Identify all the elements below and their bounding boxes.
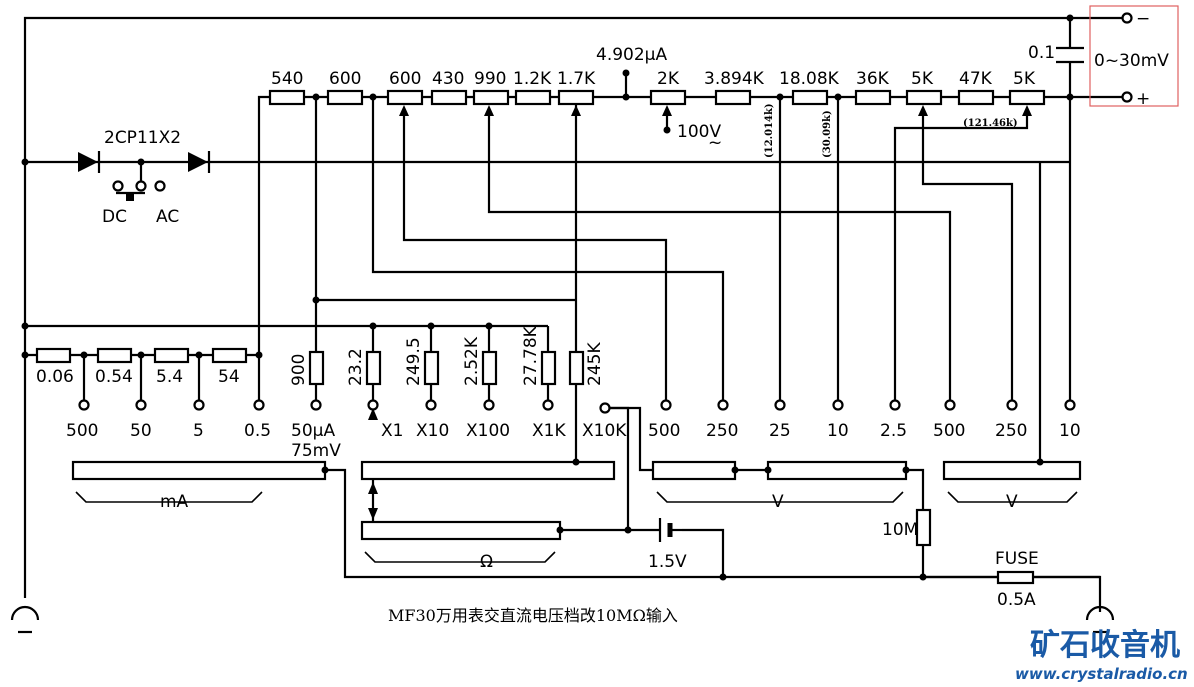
ma-term-50: 50: [130, 421, 152, 441]
shunt-1: 0.06: [36, 367, 74, 387]
ac-label: AC: [156, 207, 179, 227]
input-capacitor: [1056, 46, 1084, 64]
fuse-rating: 0.5A: [997, 590, 1036, 610]
wafer-brackets: [75, 491, 1078, 563]
chain-r13: 47K: [959, 69, 993, 89]
ohm-switch-label: Ω: [480, 552, 493, 572]
chain-r4: 430: [432, 69, 464, 89]
ohm-term-x1k: X1K: [532, 421, 566, 441]
dcv-switch-label: V: [772, 492, 784, 512]
ohm-r4: 27.78K: [521, 325, 541, 386]
dcv-term-10: 10: [827, 421, 849, 441]
dc-label: DC: [102, 207, 127, 227]
diode-pair: [78, 151, 211, 173]
r-10m-label: 10M: [882, 520, 918, 540]
chain-r9: 3.894K: [704, 69, 765, 89]
shunt-resistors: [35, 347, 248, 364]
ohm-term-x1: X1: [381, 421, 403, 441]
ma-term-5: 5: [193, 421, 204, 441]
acv-term-10: 10: [1059, 421, 1081, 441]
chain-r10: 18.08K: [779, 69, 840, 89]
r-900-label: 900: [289, 354, 309, 386]
battery: [658, 518, 682, 542]
site-logo: 矿石收音机 www.crystalradio.cn: [1015, 628, 1188, 683]
acv-term-500: 500: [933, 421, 965, 441]
chain-r5: 990: [474, 69, 506, 89]
ma-switch-label: mA: [160, 492, 189, 512]
chain-r11: 36K: [856, 69, 890, 89]
minus-label: −: [1136, 9, 1150, 29]
ohm-term-x100: X100: [466, 421, 510, 441]
shunt-2: 0.54: [95, 367, 133, 387]
ohm-r1: 23.2: [346, 348, 366, 386]
acv-switch-label: V: [1006, 492, 1018, 512]
battery-label: 1.5V: [648, 552, 687, 572]
chain-r3: 600: [389, 69, 421, 89]
fuse: [996, 570, 1035, 585]
chain-r12: 5K: [911, 69, 934, 89]
dcv-term-25: 25: [769, 421, 791, 441]
selector-terminals[interactable]: [78, 12, 1133, 414]
diagram-title: MF30万用表交直流电压档改10MΩ输入: [388, 606, 678, 625]
meter-75mv: 75mV: [291, 441, 341, 461]
dcv-term-2_5: 2.5: [880, 421, 907, 441]
plus-label: +: [1136, 89, 1150, 109]
ohm-r5: 245K: [585, 342, 605, 386]
cap-label: 0.1: [1028, 43, 1055, 63]
current-label: 4.902μA: [596, 45, 667, 65]
ma-term-500: 500: [66, 421, 98, 441]
chain-r8: 2K: [657, 69, 680, 89]
labels: − + 0~30mV 0.1 2CP11X2 DC AC 4.902μA 540…: [36, 9, 1169, 625]
note-121k: (121.46k): [963, 118, 1018, 129]
input-range-label: 0~30mV: [1094, 51, 1169, 71]
wiper-arrows: [399, 105, 1032, 116]
shunt-4: 54: [218, 367, 240, 387]
ohm-term-x10: X10: [416, 421, 449, 441]
ohm-r2: 249.5: [404, 337, 424, 386]
note-30k: (30.09k): [822, 110, 833, 158]
note-12k: (12.014k): [764, 103, 775, 158]
dc-ac-switch[interactable]: [116, 191, 145, 201]
ohm-term-x10k: X10K: [582, 421, 627, 441]
ohm-r3: 2.52K: [462, 336, 482, 386]
fuse-label: FUSE: [995, 549, 1039, 569]
chain-r14: 5K: [1013, 69, 1036, 89]
tap-100v-label: 100V: [677, 122, 721, 142]
ma-term-05: 0.5: [244, 421, 271, 441]
junction-dots: [21, 14, 1074, 581]
logo-url: www.crystalradio.cn: [1015, 665, 1188, 683]
diode-label: 2CP11X2: [104, 128, 181, 148]
acv-term-250: 250: [995, 421, 1027, 441]
dcv-term-500: 500: [648, 421, 680, 441]
probe-jacks: [10, 605, 1115, 634]
chain-r7: 1.7K: [557, 69, 596, 89]
chain-r2: 600: [329, 69, 361, 89]
chain-r1: 540: [271, 69, 303, 89]
resistor-chain: [268, 89, 1046, 106]
shunt-3: 5.4: [156, 367, 183, 387]
vertical-resistors: [308, 350, 932, 547]
logo-name: 矿石收音机: [1030, 628, 1180, 663]
tap-100v-ac-label: ~: [708, 133, 722, 153]
dcv-term-250: 250: [706, 421, 738, 441]
chain-r6: 1.2K: [513, 69, 552, 89]
meter-50ua: 50μA: [291, 421, 335, 441]
input-range-box: [1089, 5, 1179, 107]
